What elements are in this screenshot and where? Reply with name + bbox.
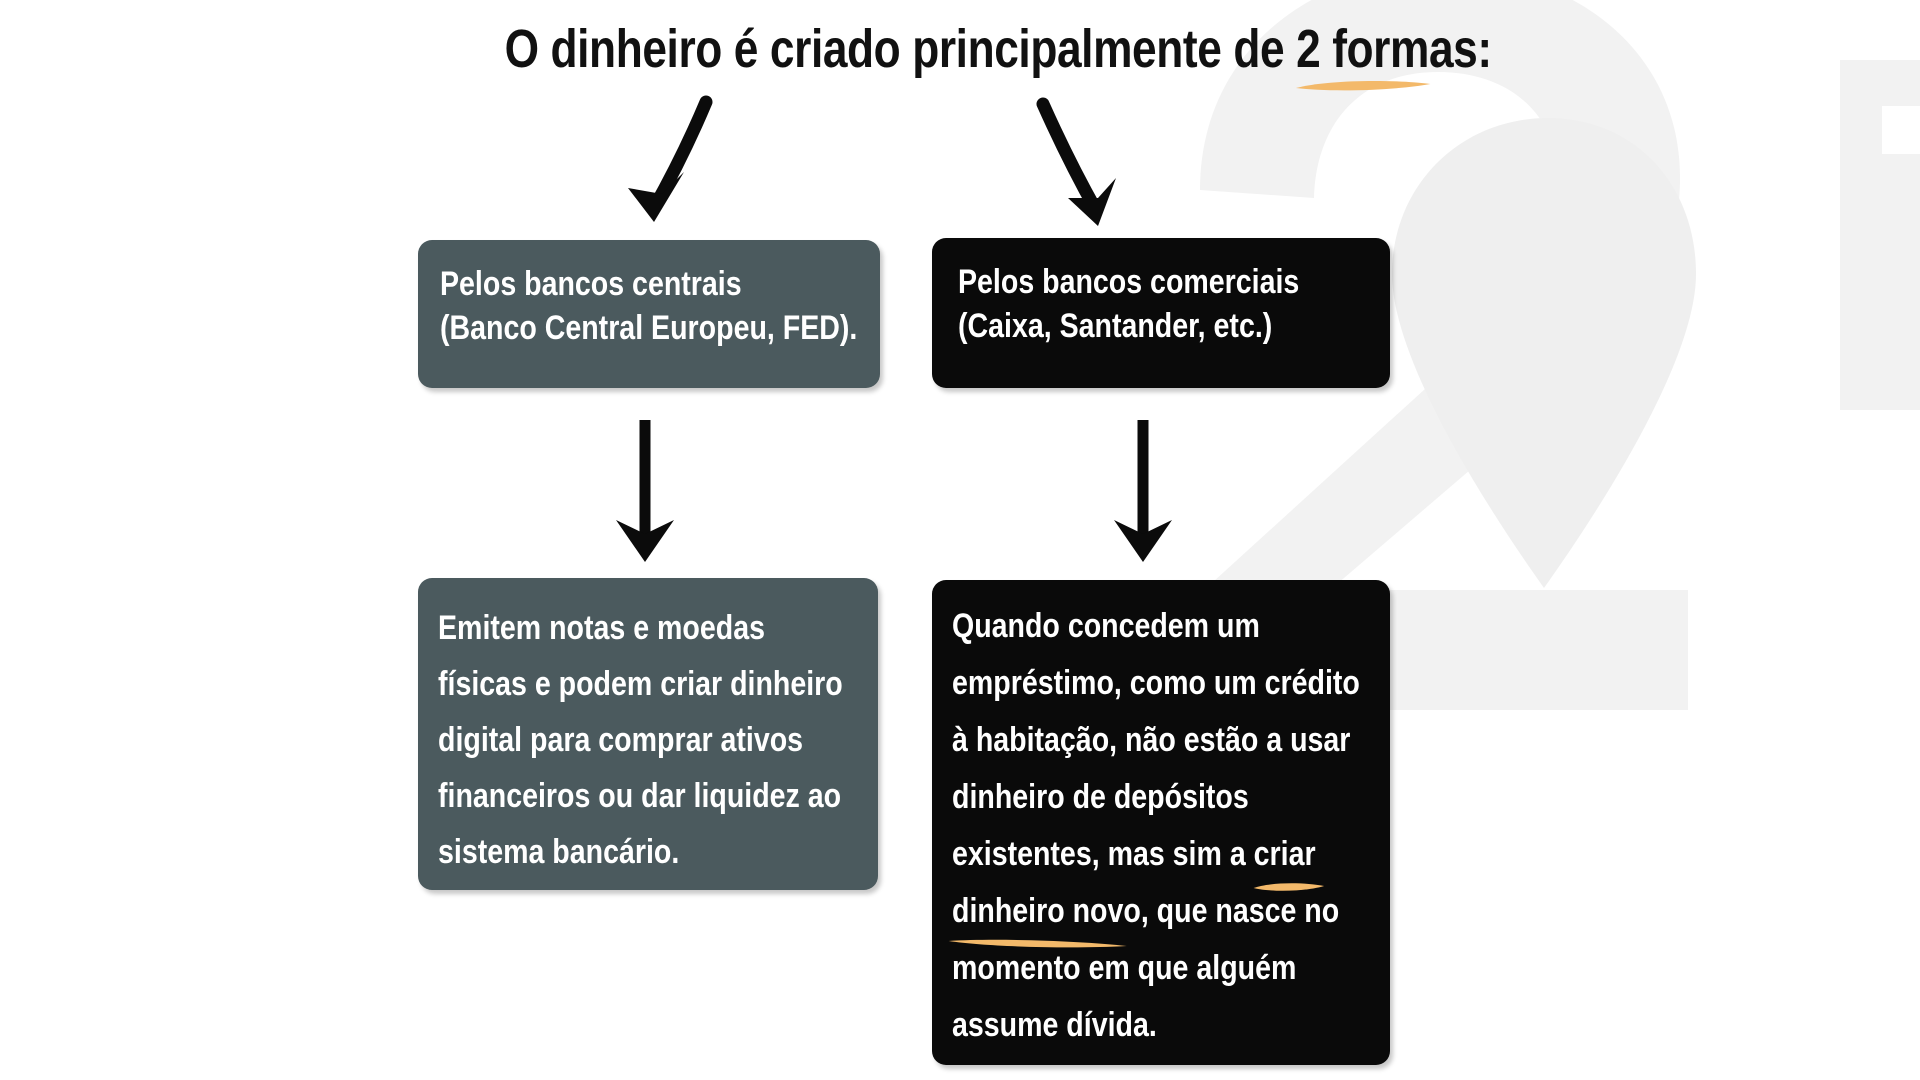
highlight-dinheiro-novo: dinheiro novo <box>952 892 1141 930</box>
detail-line: assume dívida. <box>952 1006 1157 1044</box>
card-central-banks[interactable]: Pelos bancos centrais (Banco Central Eur… <box>418 240 880 388</box>
card-central-banks-line1: Pelos bancos centrais <box>440 265 742 303</box>
detail-line-text: existentes, mas sim a <box>952 835 1254 873</box>
detail-line: dinheiro de depósitos <box>952 778 1249 816</box>
card-commercial-banks-line2: (Caixa, Santander, etc.) <box>958 307 1273 345</box>
highlight-criar-wrap: criar <box>1253 826 1325 891</box>
detail-line: Emitem notas e moedas <box>438 609 765 647</box>
detail-line-with-highlight: existentes, mas sim a criar <box>952 826 1390 891</box>
card-commercial-banks[interactable]: Pelos bancos comerciais (Caixa, Santande… <box>932 238 1390 388</box>
detail-line-with-highlight: dinheiro novo, que nasce no <box>948 883 1390 948</box>
slide-title-prefix: O dinheiro é criado principalmente de <box>504 19 1297 79</box>
detail-line: físicas e podem criar dinheiro <box>438 665 843 703</box>
card-commercial-banks-line1: Pelos bancos comerciais <box>958 263 1300 301</box>
detail-line: sistema bancário. <box>438 833 680 871</box>
detail-line: digital para comprar ativos <box>438 721 804 759</box>
highlight-criar: criar <box>1253 835 1316 873</box>
highlight-dinheiro-novo-wrap: dinheiro novo <box>948 883 1141 948</box>
slide-title-highlight: 2 formas: <box>1296 19 1492 79</box>
detail-line: empréstimo, como um crédito <box>952 664 1360 702</box>
card-commercial-banks-detail[interactable]: Quando concedem um empréstimo, como um c… <box>932 580 1390 1065</box>
detail-line-text: , que nasce no <box>1140 892 1340 930</box>
detail-line: momento em que alguém <box>952 949 1297 987</box>
card-central-banks-detail[interactable]: Emitem notas e moedas físicas e podem cr… <box>418 578 878 890</box>
card-central-banks-line2: (Banco Central Europeu, FED). <box>440 309 858 347</box>
detail-line: financeiros ou dar liquidez ao <box>438 777 842 815</box>
slide-title: O dinheiro é criado principalmente de 2 … <box>505 18 1492 91</box>
slide-title-highlight-wrap: 2 formas: <box>1296 18 1492 91</box>
detail-line: à habitação, não estão a usar <box>952 721 1351 759</box>
detail-line: Quando concedem um <box>952 607 1260 645</box>
